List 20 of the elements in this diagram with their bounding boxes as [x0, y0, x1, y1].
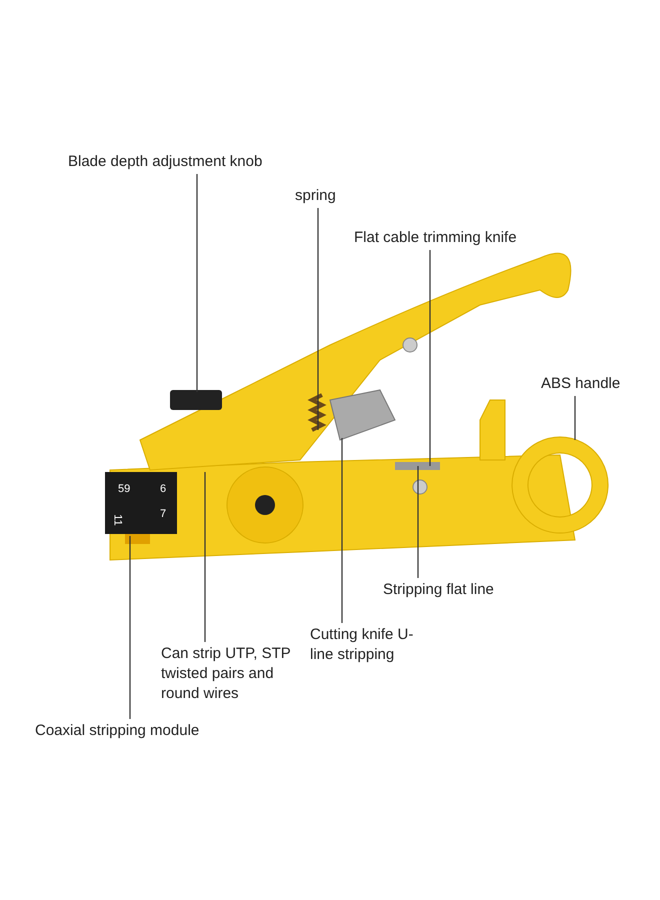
callout-label: Cutting knife U-line stripping — [310, 625, 425, 665]
size-number: 6 — [160, 483, 166, 495]
size-number: 7 — [160, 508, 166, 520]
leader-line — [341, 438, 343, 623]
leader-line — [574, 396, 576, 440]
callout-label: Blade depth adjustment knob — [68, 152, 298, 172]
leader-line — [129, 536, 131, 719]
leader-line — [417, 466, 419, 578]
callout-label: Stripping flat line — [383, 580, 523, 600]
size-number: 59 — [118, 483, 130, 495]
callout-label: Flat cable trimming knife — [354, 228, 544, 248]
leader-line — [196, 174, 198, 392]
size-number: 11 — [112, 514, 124, 526]
callout-label: Can strip UTP, STP twisted pairs and round wires — [161, 644, 301, 704]
callout-label: Coaxial stripping module — [35, 721, 235, 741]
callout-label: ABS handle — [541, 374, 631, 394]
leader-line — [317, 208, 319, 430]
leader-line — [204, 472, 206, 642]
leader-line — [429, 250, 431, 466]
callout-label: spring — [295, 186, 355, 206]
